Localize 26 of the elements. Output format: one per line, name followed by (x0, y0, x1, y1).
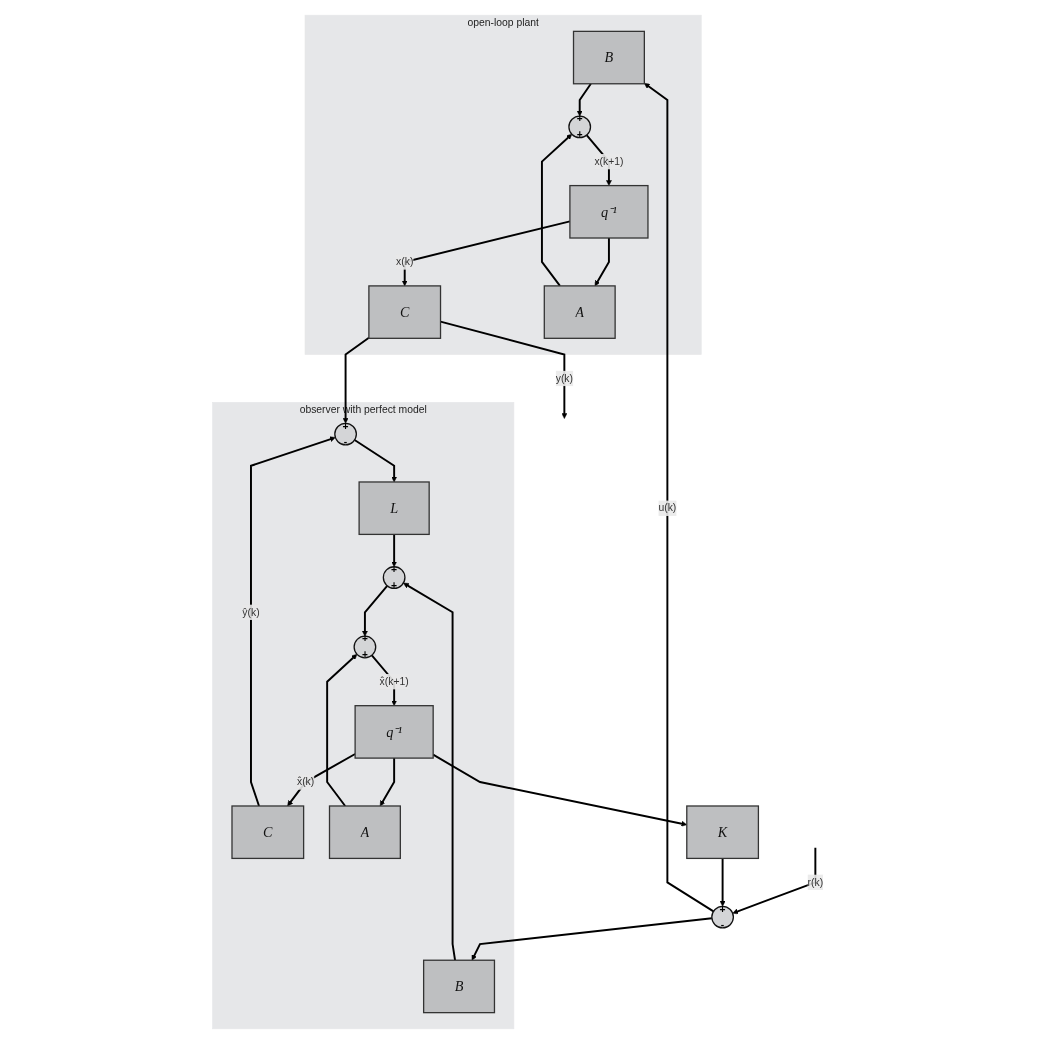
summing-junction: + - (334, 420, 357, 448)
block: L (358, 481, 430, 536)
arrow (719, 857, 726, 907)
block: K (686, 805, 760, 860)
block: A (328, 805, 401, 860)
arrow (250, 436, 336, 807)
arrow (391, 533, 397, 567)
block: A (543, 285, 616, 339)
arrow (644, 83, 715, 913)
block: q⁻¹ (354, 705, 434, 759)
arrow (576, 82, 592, 117)
arrow (326, 654, 358, 807)
block: C (368, 285, 442, 339)
arrow (403, 582, 457, 962)
arrow (540, 133, 573, 287)
arrow (379, 757, 396, 807)
summing-junction: + - (711, 903, 735, 930)
arrow (342, 336, 370, 424)
arrow (594, 237, 610, 287)
block: C (231, 805, 305, 860)
arrow (362, 584, 389, 637)
block: B (423, 959, 496, 1014)
arrow (353, 439, 397, 483)
block: B (572, 30, 645, 85)
arrow (732, 846, 817, 915)
block: q⁻¹ (569, 184, 649, 239)
